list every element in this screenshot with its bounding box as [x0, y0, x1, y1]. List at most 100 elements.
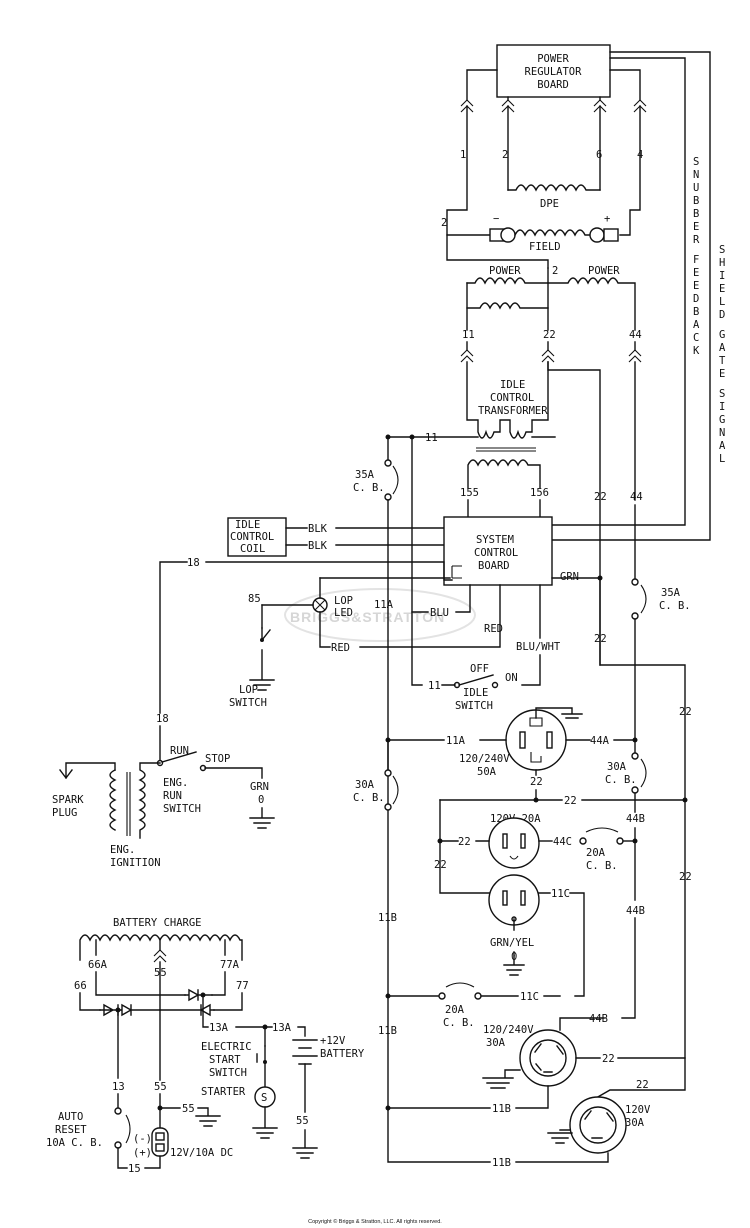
auto-reset-label-1: AUTO [58, 1111, 83, 1123]
electric-start-label-1: ELECTRIC [201, 1041, 252, 1053]
wire-label-44b-c: 44B [589, 1013, 608, 1025]
auto-reset-label-2: RESET [55, 1124, 87, 1136]
wire-label-4: 4 [637, 149, 643, 161]
idle-switch [441, 674, 494, 686]
dc-plus: (+) [133, 1147, 152, 1159]
receptacle-50a [505, 709, 567, 771]
receptacle-20a-upper [488, 817, 540, 869]
rcpt3030-label-2: 30A [486, 1037, 506, 1049]
grnyel-label: GRN/YEL [490, 937, 534, 949]
wire-label-44: 44 [629, 329, 642, 341]
wire-label-15: 15 [128, 1163, 141, 1175]
field-brush-right [603, 228, 619, 242]
power-regulator-label-2: REGULATOR [525, 66, 583, 78]
blk-label-1: BLK [308, 523, 328, 535]
cb20-label-left-1: 20A [445, 1004, 465, 1016]
wire-label-11a-b: 11A [446, 735, 466, 747]
eng-run-label-3: SWITCH [163, 803, 201, 815]
wire-label-6: 6 [596, 149, 602, 161]
eng-run-label-2: RUN [163, 790, 182, 802]
wire-label-44a: 44A [590, 735, 610, 747]
idle-switch-off: OFF [470, 663, 489, 675]
wire-label-44-right: 44 [630, 491, 643, 503]
wire-label-44c: 44C [553, 836, 572, 848]
grn-label-scb: GRN [560, 571, 579, 583]
eng-ign-label-1: ENG. [110, 844, 135, 856]
wire-18 [159, 561, 453, 714]
wire-label-13a-a: 13A [209, 1022, 229, 1034]
cb35-label-right-1: 35A [661, 587, 681, 599]
ignition-core [126, 772, 131, 836]
red-label-2: RED [484, 623, 503, 635]
wire-label-55-c: 55 [182, 1103, 195, 1115]
electric-start-switch [256, 1045, 266, 1063]
dc-outlet [151, 1127, 169, 1157]
xfmr-core [476, 447, 536, 452]
scb-label-1: SYSTEM [476, 534, 514, 546]
wire-22-right-long [595, 799, 686, 1099]
cb35-label-left-2: C. B. [353, 482, 385, 494]
starter-s: S [261, 1092, 267, 1104]
ignition-primary [109, 769, 117, 831]
spark-plug-label-2: PLUG [52, 807, 77, 819]
twistlock-3030-ground [482, 1069, 521, 1089]
connector-chevrons-mid [460, 349, 642, 363]
wire-label-22: 22 [543, 329, 556, 341]
scb-label-3: BOARD [478, 560, 510, 572]
auto-reset-label-3: 10A C. B. [46, 1137, 103, 1149]
field-plus: + [604, 213, 610, 225]
blu-label: BLU [430, 607, 449, 619]
idle-coil-label-1: IDLE [235, 519, 260, 531]
blk-label-2: BLK [308, 540, 328, 552]
wire-label-11b-c: 11B [492, 1103, 511, 1115]
dpe-winding [507, 184, 601, 192]
scb-label-2: CONTROL [474, 547, 518, 559]
field-label: FIELD [529, 241, 561, 253]
grn0-label-2: 0 [258, 794, 264, 806]
watermark: BRIGGS&STRATTON [290, 609, 445, 625]
wire-label-11-top: 11 [425, 432, 438, 444]
grn0-label-1: GRN [250, 781, 269, 793]
field-minus: − [493, 213, 499, 225]
wire-label-77a: 77A [220, 959, 240, 971]
twistlock-12030-ground [547, 1129, 573, 1144]
rcpt50-label-2: 50A [477, 766, 497, 778]
starter-label: STARTER [201, 1086, 246, 1098]
wire-label-22-right: 22 [594, 491, 607, 503]
wire-label-66: 66 [74, 980, 87, 992]
spark-plug-label-1: SPARK [52, 794, 84, 806]
diode-2 [117, 1003, 161, 1017]
prb-pin1-wire [466, 69, 498, 101]
electric-start-label-2: START [209, 1054, 241, 1066]
wire-label-18-top: 18 [187, 557, 200, 569]
wire-label-22-far-2: 22 [679, 871, 692, 883]
receptacle-50a-ground [535, 707, 583, 719]
idle-coil-label-2: CONTROL [230, 531, 274, 543]
wire-label-155: 155 [460, 487, 479, 499]
wire-label-13a-b: 13A [272, 1022, 292, 1034]
battery-charge-connector [153, 949, 167, 963]
battery-charge-label: BATTERY CHARGE [113, 917, 202, 929]
wire-label-22-far-3: 22 [636, 1079, 649, 1091]
lop-switch-ground [249, 649, 275, 691]
prb-pin4-wire [609, 69, 641, 101]
connector-chevrons-top [460, 99, 647, 113]
stop-label: STOP [205, 753, 230, 765]
power-winding-right [547, 277, 636, 331]
system-control-board [443, 516, 553, 586]
idle-xfmr-secondary [467, 459, 541, 489]
wire-label-55-battery: 55 [296, 1115, 309, 1127]
electric-start-label-3: SWITCH [209, 1067, 247, 1079]
eng-run-label-1: ENG. [163, 777, 188, 789]
wire-label-22-rcpt50: 22 [530, 776, 543, 788]
wire-label-22-3030: 22 [602, 1053, 615, 1065]
wire-label-22-far: 22 [679, 706, 692, 718]
wire-label-22-bus: 22 [564, 795, 577, 807]
wire-label-44b-b: 44B [626, 905, 645, 917]
idle-xfmr-label-1: IDLE [500, 379, 525, 391]
wire-label-11a-a: 11A [374, 599, 394, 611]
wire-label-11-idle: 11 [428, 680, 441, 692]
power-regulator-label-1: POWER [537, 53, 569, 65]
power-winding-left-top [466, 277, 549, 285]
